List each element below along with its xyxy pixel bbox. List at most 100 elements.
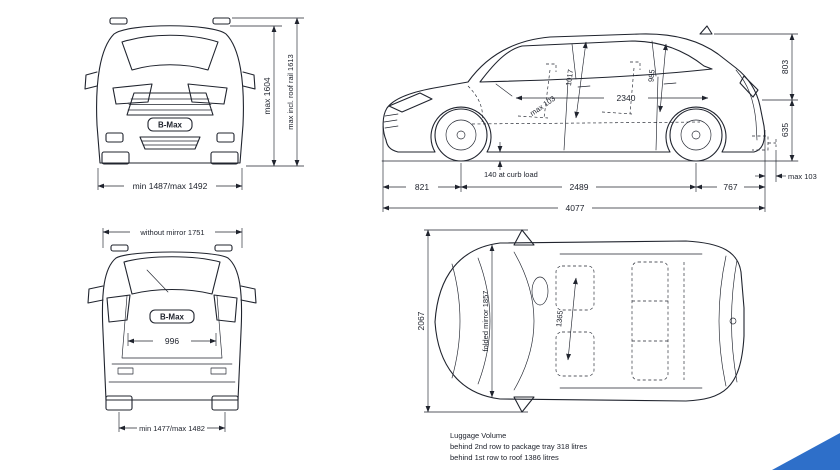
rear-car-body: [101, 251, 243, 401]
ground-clearance-label: 140 at curb load: [484, 170, 538, 179]
front-intake-bars: [141, 140, 199, 146]
side-taillight: [739, 75, 759, 98]
top-antenna: [729, 317, 737, 325]
side-rear-wheel-rim: [680, 119, 712, 151]
front-badge-text: B-Max: [158, 121, 183, 130]
top-mirror-right: [513, 396, 535, 413]
front-view: B-Max min 1487/max 1492 max 1604 max inc…: [84, 17, 304, 191]
rear-wiper: [146, 269, 169, 293]
side-rear-wheel-hub: [691, 130, 701, 140]
side-door-handles: [577, 82, 677, 88]
dim-tailgate-width: 996: [127, 333, 217, 346]
front-mirror-left: [84, 71, 98, 90]
top-view: 2067 folded mirror 1857 1365 Luggage Vol…: [416, 229, 745, 462]
top-car-body: [434, 240, 745, 402]
wheelbase-label: 2489: [570, 182, 589, 192]
front-interior-height-label: 1017: [564, 69, 575, 87]
top-width-folded-label: folded mirror 1857: [481, 291, 490, 352]
side-rear-seat: [601, 61, 641, 115]
dim-front-width: min 1487/max 1492: [97, 168, 243, 191]
luggage-line1: behind 2nd row to package tray 318 litre…: [450, 442, 587, 451]
rear-reflector-right: [210, 367, 227, 375]
rear-badge-plate: [149, 309, 195, 324]
dim-wheelbase: 2489: [460, 182, 697, 192]
front-width-label: min 1487/max 1492: [133, 181, 208, 191]
dim-bottom-extensions: [382, 126, 766, 212]
side-interior-dash: [467, 85, 483, 123]
rear-view: without mirror 1751 B-Max 996 min 1477/m…: [87, 228, 257, 433]
front-height-rail-label: max incl. roof rail 1613: [286, 54, 295, 129]
luggage-line2: behind 1st row to roof 1386 litres: [450, 453, 559, 462]
front-grille: [126, 92, 214, 116]
rear-track-label: min 1477/max 1482: [139, 424, 205, 433]
dim-top-width-folded: folded mirror 1857: [481, 244, 495, 398]
side-rear-wheel: [669, 108, 723, 162]
dim-front-height: max 1604: [230, 25, 304, 167]
front-roof-rail-left: [109, 17, 128, 25]
dim-rear-overhang: 767: [695, 182, 766, 192]
front-mirror-right: [242, 71, 256, 90]
rear-roof-rail-left: [110, 244, 129, 252]
dim-rear-width: without mirror 1751: [102, 228, 243, 248]
luggage-volume-note: Luggage Volume behind 2nd row to package…: [450, 431, 587, 462]
rear-window: [123, 256, 221, 295]
top-steering-wheel: [531, 276, 549, 306]
dim-rear-step: max 103: [755, 150, 817, 182]
front-grille-bars: [127, 98, 213, 111]
front-car-body: [96, 25, 244, 164]
interior-length-label: 2340: [617, 93, 636, 103]
rear-opening-height-label: 803: [780, 60, 790, 74]
rear-overhang-label: 767: [723, 182, 737, 192]
dim-front-overhang: 821: [382, 182, 462, 192]
rear-interior-height-label: 985: [646, 69, 656, 82]
dim-ground-clearance: 140 at curb load: [484, 142, 538, 179]
side-steering-column: [495, 83, 513, 97]
tailgate-width-label: 996: [165, 336, 179, 346]
top-windshield-arc: [513, 251, 535, 391]
rear-step-label: max 103: [788, 172, 817, 181]
side-floor-line: [471, 121, 701, 125]
rear-wheel-left: [105, 395, 133, 411]
dim-overall-length: 4077: [382, 203, 766, 213]
load-height-label: 635: [780, 123, 790, 137]
dim-load-height: 635: [780, 99, 795, 162]
front-windshield: [121, 34, 219, 71]
front-wheel-right: [210, 151, 239, 165]
dim-interior-length: 2340: [515, 93, 709, 103]
front-lower-intake: [139, 136, 201, 150]
rear-wheel-right: [211, 395, 239, 411]
side-front-wheel-rim: [445, 119, 477, 151]
side-grille-lines: [383, 113, 399, 129]
rear-tailgate-lines: [121, 295, 223, 359]
side-car-body: [382, 33, 766, 153]
rear-width-label: without mirror 1751: [139, 228, 204, 237]
side-antenna: [699, 25, 713, 35]
front-roof-rail-right: [212, 17, 231, 25]
rear-mirror-left: [87, 285, 104, 304]
front-height-label: max 1604: [262, 77, 272, 115]
front-wheel-left: [101, 151, 130, 165]
side-tailgate-line: [735, 69, 758, 141]
front-overhang-label: 821: [415, 182, 429, 192]
luggage-title: Luggage Volume: [450, 431, 506, 440]
rear-reflector-left: [117, 367, 134, 375]
side-glasshouse: [479, 40, 713, 83]
side-front-wheel-hub: [456, 130, 466, 140]
side-front-seat: [517, 63, 557, 119]
side-view: 1017 985 2340 max 103 803 635 max 103 14…: [381, 25, 817, 213]
dim-sill-step: max 103: [528, 94, 557, 118]
rear-mirror-right: [240, 285, 257, 304]
top-width-mirrors-label: 2067: [416, 311, 426, 330]
dim-rear-opening-height: 803: [714, 33, 798, 101]
front-badge-plate: [147, 117, 193, 132]
side-pillars: [571, 40, 657, 80]
corner-accent-triangle: [772, 433, 840, 470]
dim-rear-interior-height: 985: [646, 43, 668, 113]
dim-top-width-mirrors: 2067: [416, 229, 528, 413]
rear-badge-text: B-Max: [160, 313, 185, 322]
top-rear-bench-splits: [632, 300, 668, 342]
dim-front-height-roof-rail: max incl. roof rail 1613: [232, 17, 304, 167]
top-seat-front-right: [555, 331, 595, 377]
top-rear-bench: [631, 261, 669, 381]
